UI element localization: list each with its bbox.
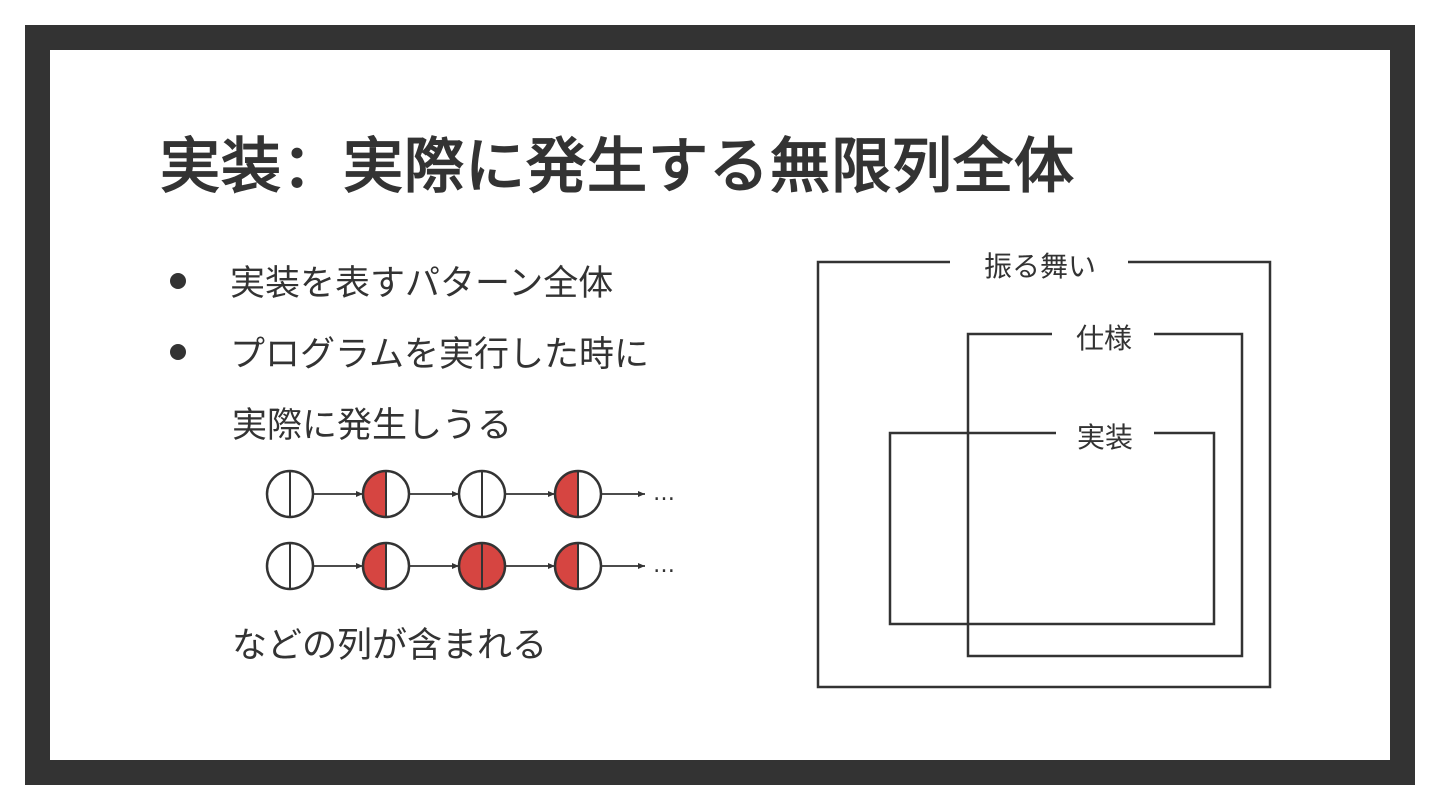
bullet-dot-icon [170, 343, 186, 360]
bullet-continuation: 実際に発生しうる [232, 406, 513, 446]
sequence-group: …… [265, 469, 675, 591]
bullet-dot-icon [170, 272, 186, 289]
impl-label: 実装 [1077, 421, 1133, 454]
spec-box: 仕様 [966, 322, 1244, 658]
state-node-empty [265, 541, 315, 591]
behavior-box: 振る舞い [816, 250, 1272, 689]
impl-box-outline [888, 431, 1216, 626]
behavior-box-outline [816, 260, 1272, 689]
state-sequence: … [265, 541, 675, 591]
state-node-full [457, 541, 507, 591]
state-node-empty [457, 469, 507, 519]
slide-title: 実装：実際に発生する無限列全体 [160, 132, 1075, 202]
sequence-caption: などの列が含まれる [232, 626, 548, 666]
bullet-text: プログラムを実行した時に [230, 335, 649, 375]
behavior-label: 振る舞い [984, 250, 1096, 283]
slide-canvas [50, 50, 1390, 760]
bullet-text: 実装を表すパターン全体 [230, 264, 614, 304]
sequence-ellipsis: … [653, 553, 675, 578]
state-node-red [361, 469, 411, 519]
state-sequence: … [265, 469, 675, 519]
state-node-red [361, 541, 411, 591]
impl-box: 実装 [888, 421, 1216, 626]
spec-box-outline [966, 332, 1244, 658]
state-node-empty [265, 469, 315, 519]
spec-label: 仕様 [1076, 322, 1132, 355]
state-node-red [553, 541, 603, 591]
bullet-item: 実装を表すパターン全体 [170, 255, 613, 306]
state-node-red [553, 469, 603, 519]
sequence-ellipsis: … [653, 481, 675, 506]
bullet-item: プログラムを実行した時に [170, 326, 649, 377]
